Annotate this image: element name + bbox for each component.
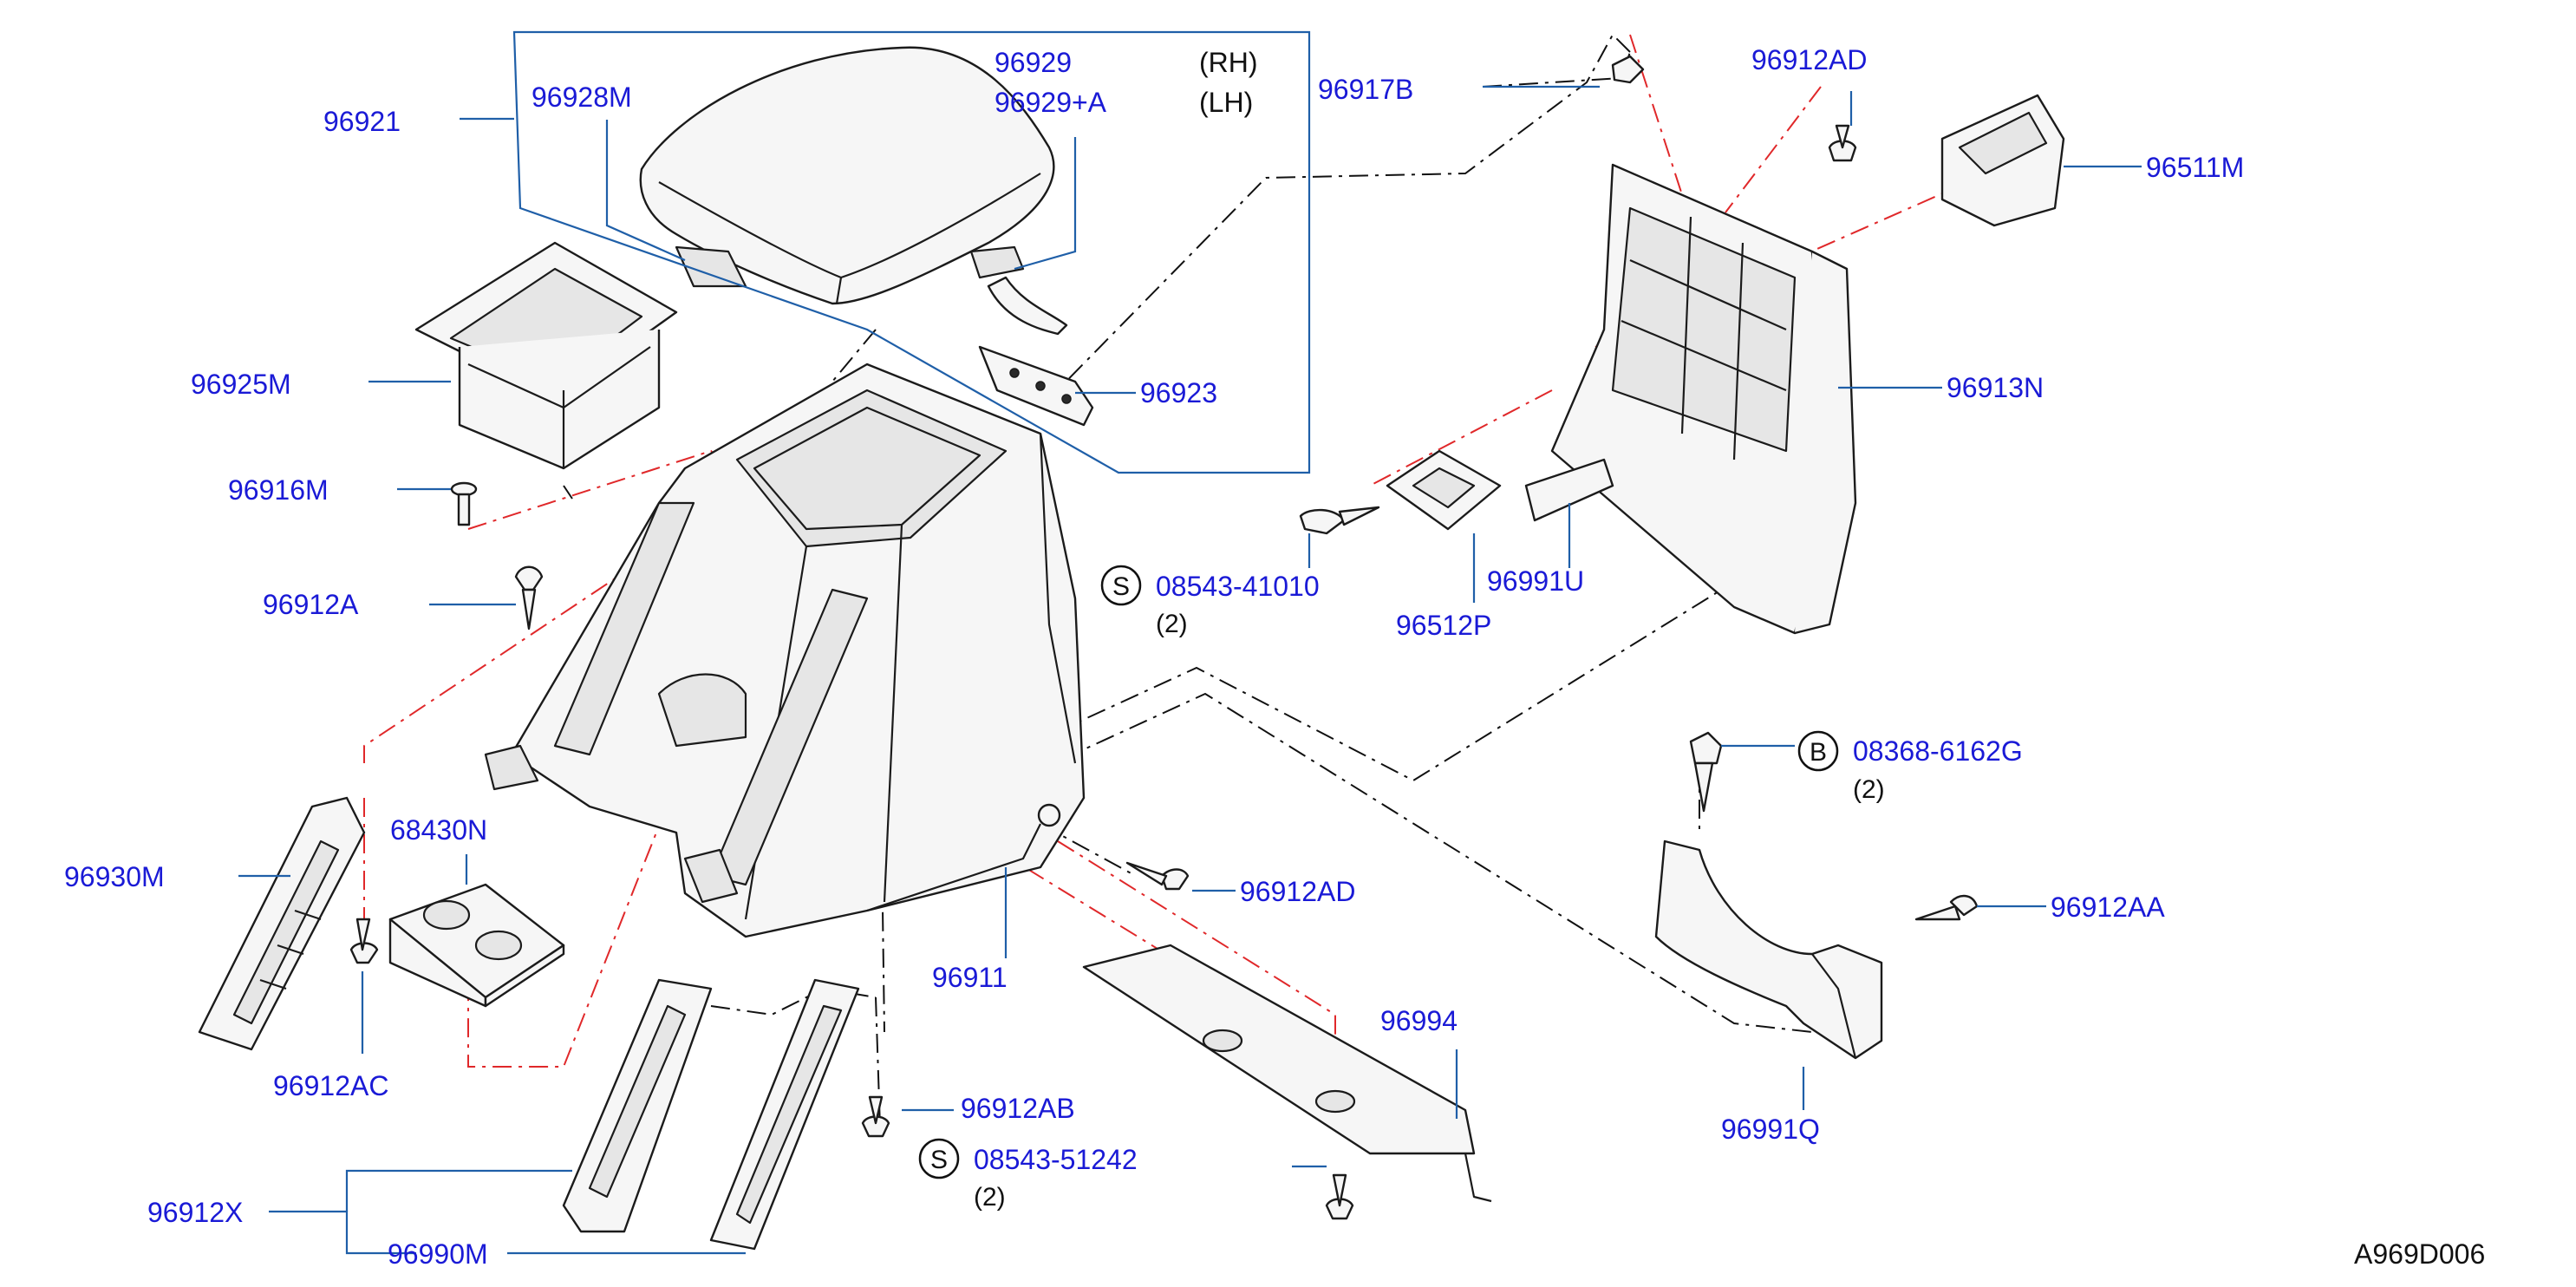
label-08543-41010[interactable]: 08543-41010 xyxy=(1156,571,1320,602)
storage-tray-part[interactable] xyxy=(414,241,678,470)
fastener-96912AD-top-icon xyxy=(1828,124,1857,162)
qty-08368-6162G: (2) xyxy=(1853,775,1885,804)
fastener-96916M-icon xyxy=(450,481,478,526)
label-96912AC[interactable]: 96912AC xyxy=(273,1070,388,1101)
fastener-96912AB-icon xyxy=(861,1095,890,1138)
label-lh: (LH) xyxy=(1199,87,1253,118)
clip-bracket-part[interactable] xyxy=(1386,449,1502,531)
label-96990M[interactable]: 96990M xyxy=(388,1238,488,1270)
label-96925M[interactable]: 96925M xyxy=(191,369,291,400)
fastener-96912AD-mid-icon xyxy=(1125,861,1190,891)
floor-trim-right-part[interactable] xyxy=(709,978,860,1251)
rear-panel-part[interactable] xyxy=(1550,163,1857,635)
label-96929A[interactable]: 96929+A xyxy=(995,87,1107,118)
label-rh: (RH) xyxy=(1199,47,1258,78)
label-96912X[interactable]: 96912X xyxy=(147,1197,243,1228)
label-08543-51242[interactable]: 08543-51242 xyxy=(974,1144,1138,1175)
fastener-callout-08543-41010[interactable]: S 08543-41010 (2) xyxy=(1100,565,1320,638)
fastener-08368-6162G-icon xyxy=(1689,731,1723,813)
label-96929[interactable]: 96929 xyxy=(995,47,1072,78)
fastener-96912A-icon xyxy=(514,565,544,630)
label-96994[interactable]: 96994 xyxy=(1380,1005,1458,1036)
label-96912AD-top[interactable]: 96912AD xyxy=(1751,44,1867,75)
label-96912AD-mid[interactable]: 96912AD xyxy=(1240,876,1355,907)
small-pocket-part[interactable] xyxy=(1940,94,2065,227)
label-96921[interactable]: 96921 xyxy=(323,106,401,137)
fastener-08543-41010-icon xyxy=(1299,506,1380,535)
fastener-96917B-icon xyxy=(1611,55,1645,84)
label-96917B[interactable]: 96917B xyxy=(1318,74,1413,105)
label-96930M[interactable]: 96930M xyxy=(64,861,165,892)
label-96991Q[interactable]: 96991Q xyxy=(1721,1114,1820,1145)
diagram-reference-code: A969D006 xyxy=(2354,1238,2485,1270)
bracket-u-part[interactable] xyxy=(1524,458,1614,522)
label-96928M[interactable]: 96928M xyxy=(532,82,632,113)
console-body-part[interactable] xyxy=(484,363,1086,938)
fastener-callout-08543-51242[interactable]: S 08543-51242 (2) xyxy=(918,1138,1138,1212)
part-labels: 96921 96928M 96929 (RH) 96929+A (LH) 969… xyxy=(64,44,2244,1270)
qty-08543-41010: (2) xyxy=(1156,610,1188,638)
fastener-96912AC-icon xyxy=(349,918,379,964)
label-68430N[interactable]: 68430N xyxy=(390,814,487,846)
badge-b: B xyxy=(1810,738,1827,767)
floor-trim-left-part[interactable] xyxy=(562,978,713,1233)
hinge-part[interactable] xyxy=(978,276,1094,427)
fastener-96912AA-icon xyxy=(1914,894,1979,921)
label-96913N[interactable]: 96913N xyxy=(1947,372,2044,403)
label-96912AB[interactable]: 96912AB xyxy=(961,1093,1075,1124)
badge-s-2: S xyxy=(930,1146,948,1174)
fastener-callout-08368-6162G[interactable]: B 08368-6162G (2) xyxy=(1797,730,2023,804)
fastener-08543-51242-icon xyxy=(1325,1173,1354,1220)
label-96912AA[interactable]: 96912AA xyxy=(2051,892,2165,923)
label-96911[interactable]: 96911 xyxy=(932,962,1008,993)
cup-holder-part[interactable] xyxy=(388,883,565,1008)
label-08368-6162G[interactable]: 08368-6162G xyxy=(1853,735,2023,767)
label-96511M[interactable]: 96511M xyxy=(2146,152,2244,183)
label-96512P[interactable]: 96512P xyxy=(1396,610,1491,641)
side-trim-left-part[interactable] xyxy=(198,796,366,1051)
armrest-lid-part[interactable] xyxy=(639,46,1055,305)
bracket-q-part[interactable] xyxy=(1654,839,1883,1060)
label-96912A[interactable]: 96912A xyxy=(263,589,359,620)
qty-08543-51242: (2) xyxy=(974,1183,1006,1212)
badge-s-1: S xyxy=(1112,572,1130,601)
label-96916M[interactable]: 96916M xyxy=(228,474,329,506)
floor-bracket-part[interactable] xyxy=(1082,944,1492,1203)
leader-lines xyxy=(238,30,2142,1255)
label-96923[interactable]: 96923 xyxy=(1140,377,1217,408)
label-96991U[interactable]: 96991U xyxy=(1487,565,1584,597)
